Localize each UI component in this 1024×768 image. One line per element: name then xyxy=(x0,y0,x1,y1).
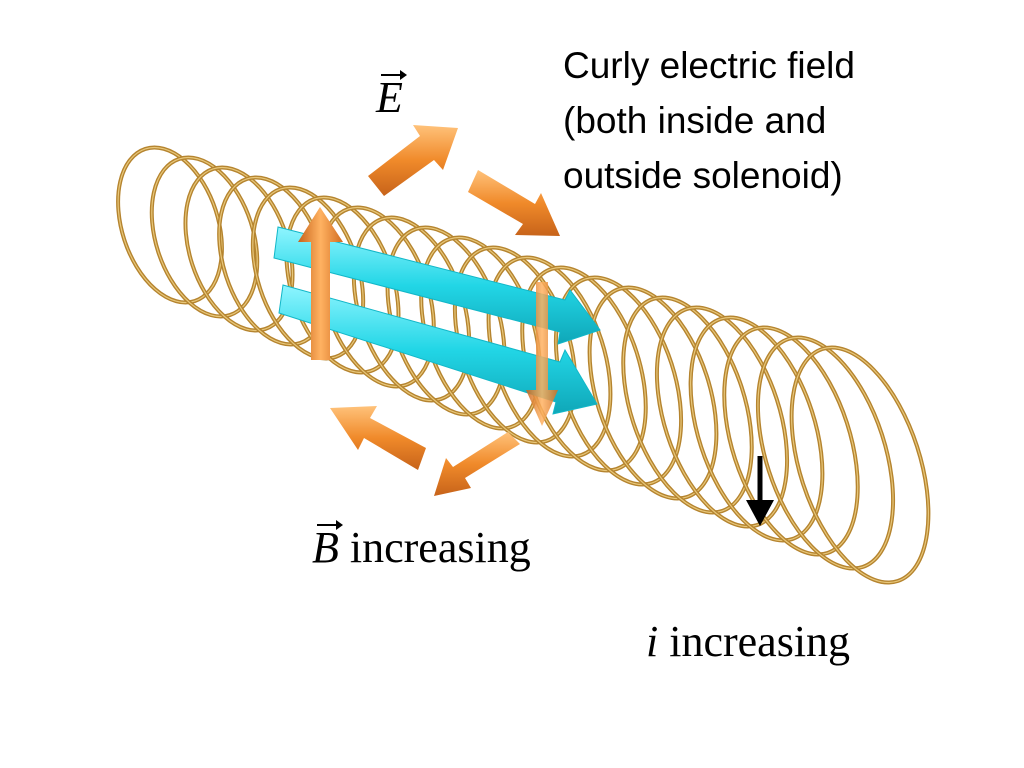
b-symbol-text: B xyxy=(312,523,339,572)
caption-line-3: outside solenoid) xyxy=(563,155,843,196)
coil-turn-highlight xyxy=(588,286,718,500)
e-symbol-text: E xyxy=(376,73,403,122)
i-increasing-text: increasing xyxy=(669,617,851,666)
i-symbol-text: i xyxy=(646,617,659,666)
b-increasing-text: increasing xyxy=(349,523,531,572)
coil-turn-highlight xyxy=(723,326,859,556)
e-field-arrow-down xyxy=(526,282,558,426)
b-vector-symbol: B xyxy=(312,520,343,573)
e-field-label: E xyxy=(376,70,407,123)
caption-curly-electric-field: Curly electric field (both inside and ou… xyxy=(563,38,923,203)
current-arrow xyxy=(746,456,774,526)
coil-turn-highlight xyxy=(757,336,894,570)
coil-turn-highlight xyxy=(151,156,258,318)
coil-turn-highlight xyxy=(791,346,929,584)
e-field-arrow-up xyxy=(298,207,343,360)
e-vector-symbol: E xyxy=(376,70,407,123)
e-field-arrow-bottom-left xyxy=(330,406,426,470)
b-increasing-label: B increasing xyxy=(312,520,531,573)
e-field-arrow-bottom xyxy=(434,432,520,496)
e-field-arrow-top xyxy=(368,125,458,196)
coil-turn-highlight xyxy=(117,146,223,304)
coil-turn-highlight xyxy=(656,306,788,528)
coil-turn-highlight xyxy=(622,296,753,514)
e-field-arrow-top-right xyxy=(468,170,560,236)
caption-line-1: Curly electric field xyxy=(563,45,855,86)
caption-line-2: (both inside and xyxy=(563,100,827,141)
coil-turn-highlight xyxy=(690,316,823,542)
i-increasing-label: i increasing xyxy=(646,616,850,667)
e-field-arrows xyxy=(298,125,560,496)
